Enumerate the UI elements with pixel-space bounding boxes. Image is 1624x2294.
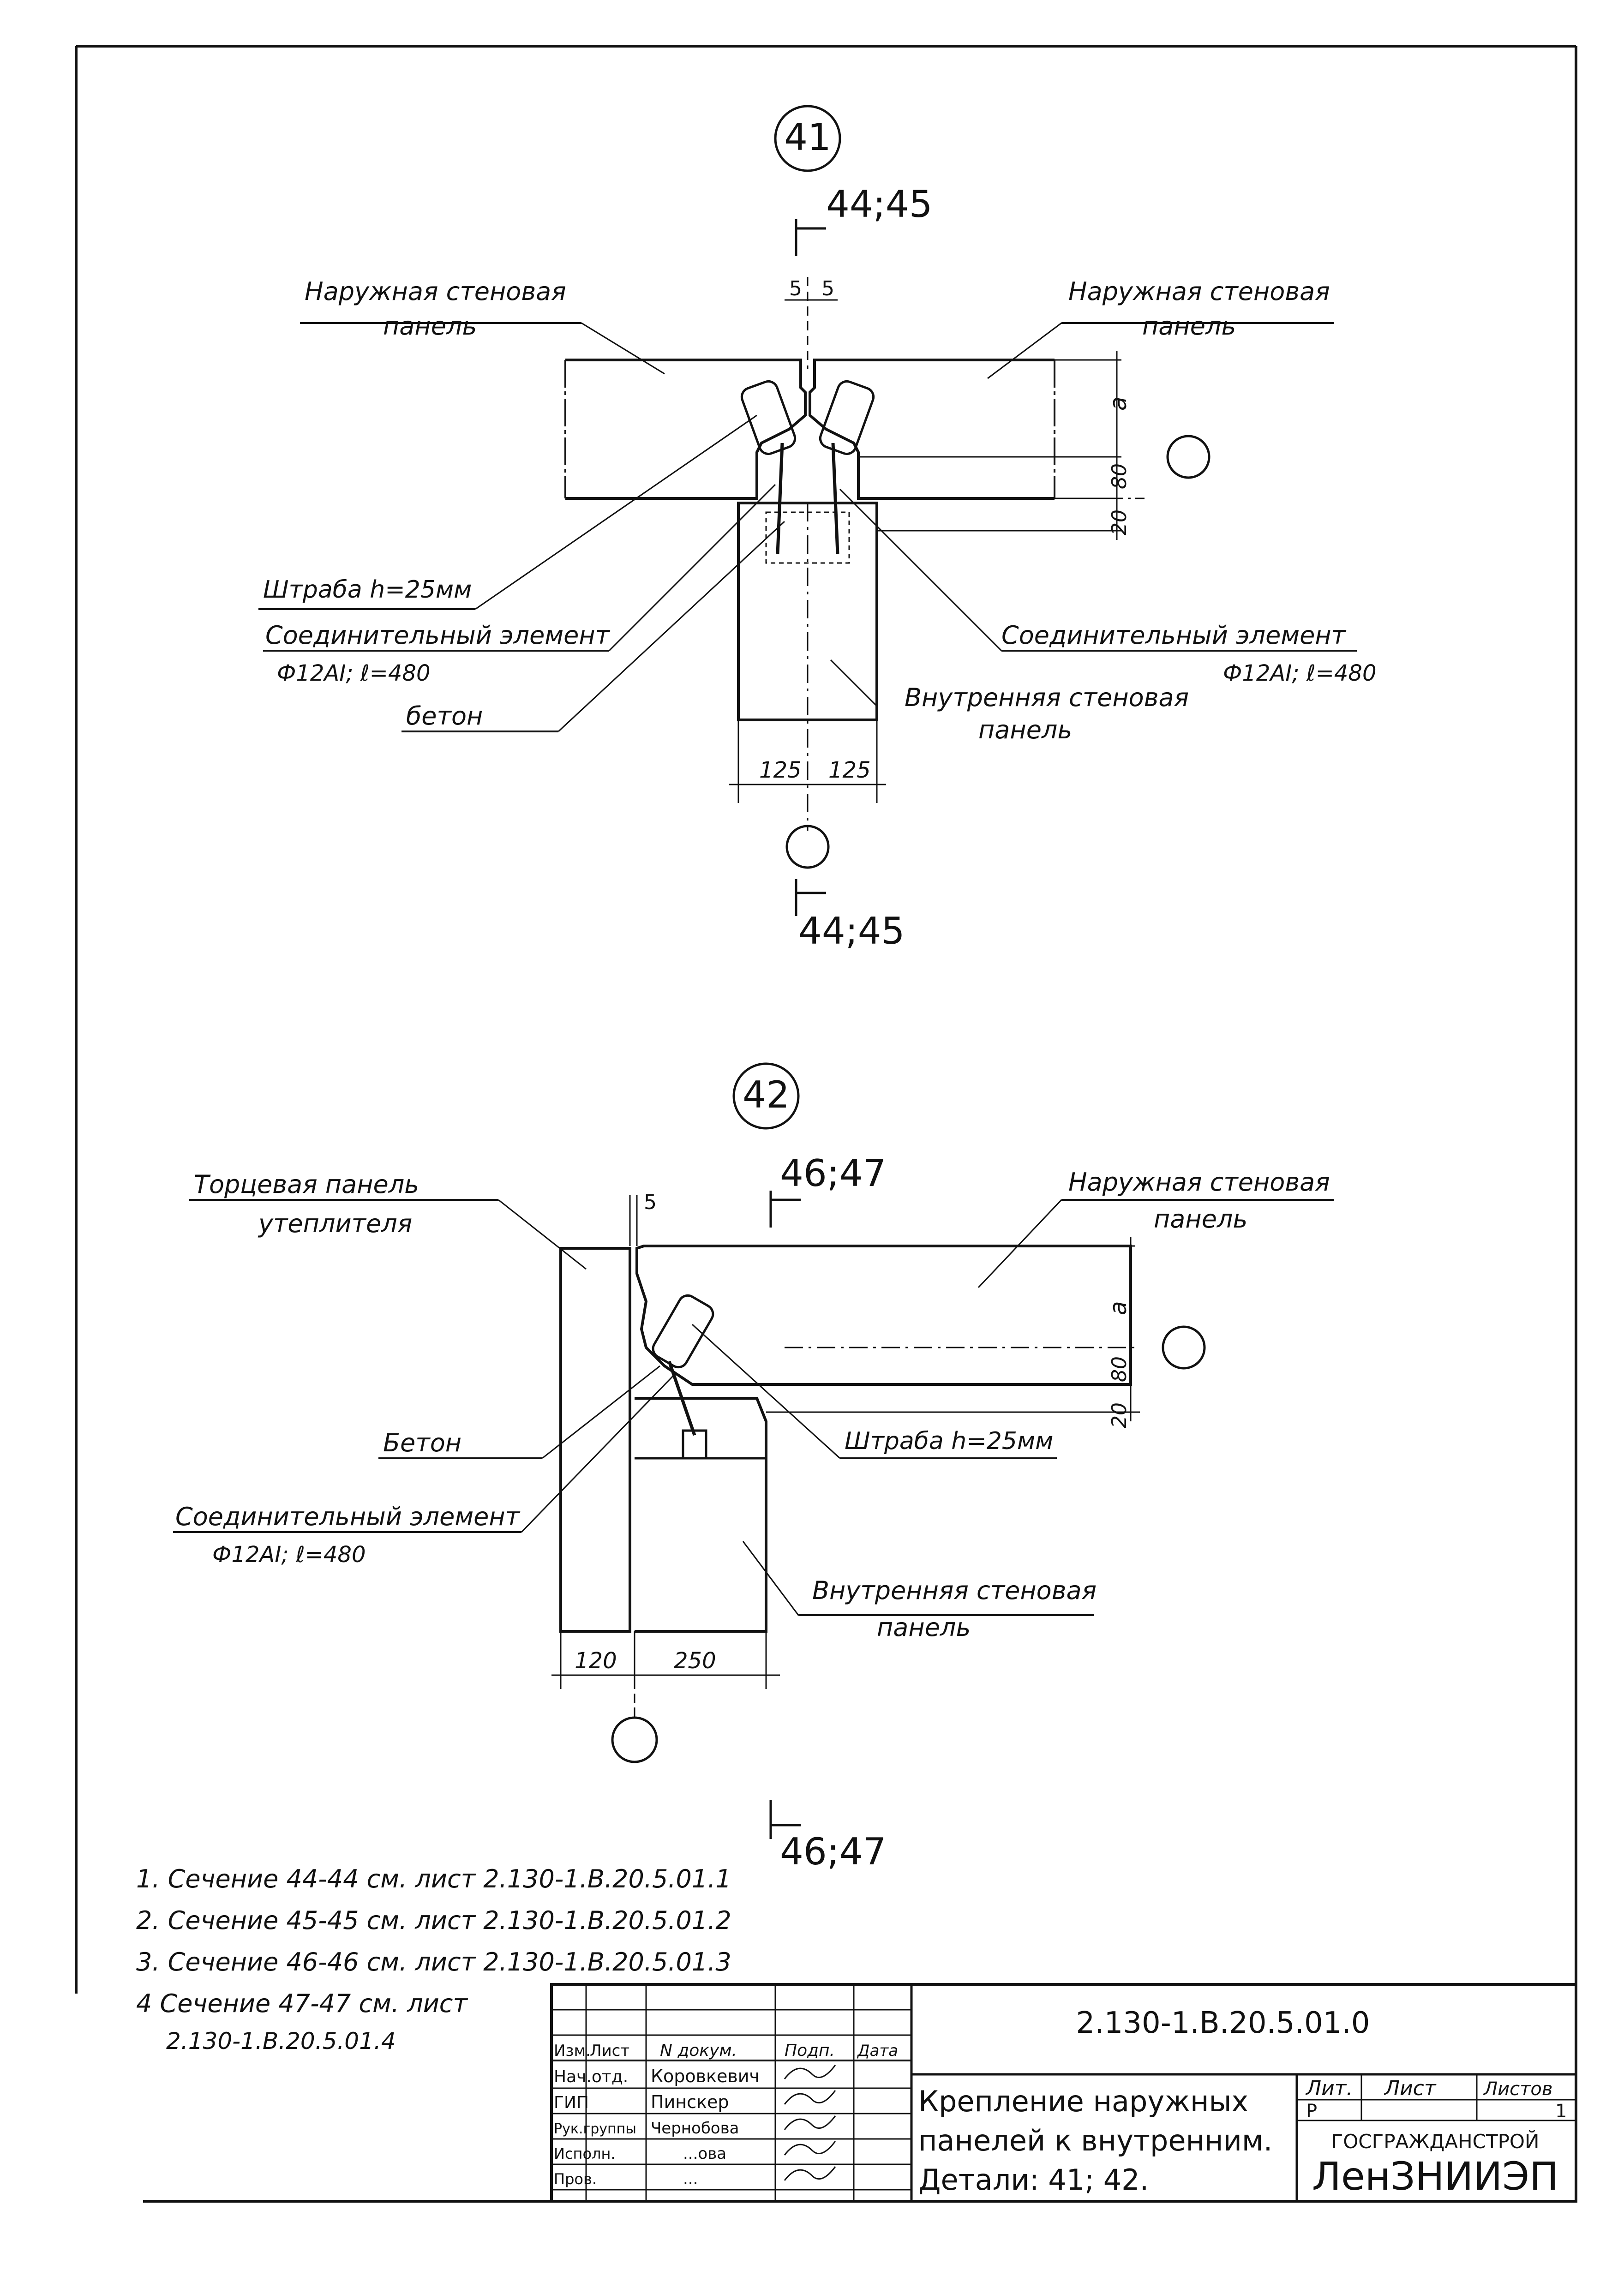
connector-right-41 [819,380,875,554]
label-connector-right-2: Ф12АI; ℓ=480 [1223,660,1376,686]
section-marker-bottom-41 [795,879,826,916]
axis-circle-right-41 [1166,435,1211,479]
label-connector-left-1: Соединительный элемент [265,621,611,650]
label-end-panel-1: Торцевая панель [194,1170,419,1199]
tb-role-4: Исполн. [554,2145,616,2162]
inner-wall-panel-42 [635,1397,767,1633]
label-outer-42-2: панель [1154,1204,1247,1234]
outer-wall-panel-left [565,359,807,500]
section-label-bottom-42: 46;47 [780,1830,887,1873]
label-concrete-42: Бетон [383,1428,461,1457]
tb-col-list: Лист [590,2042,629,2060]
dim-a-42: a [1105,1301,1132,1315]
label-inner-41-2: панель [978,715,1072,744]
tb-title-2: панелей к внутренним. [918,2124,1272,2157]
label-outer-right-2: панель [1142,311,1236,341]
label-connector-right-1: Соединительный элемент [1001,621,1347,650]
detail-42: 42 46;47 5 a 80 20 120 2 [173,1062,1334,1873]
label-concrete-41: бетон [406,701,483,731]
dim-a-41: a [1105,396,1132,411]
label-outer-right-1: Наружная стеновая [1068,277,1330,306]
signatures [784,2065,836,2181]
label-groove-42: Штраба h=25мм [845,1427,1053,1455]
dim-20-41: 20 [1108,509,1131,535]
label-outer-left-2: панель [383,311,477,341]
dim-120: 120 [575,1648,617,1674]
detail-41-number-circle [774,105,841,172]
section-label-bottom-41: 44;45 [798,910,905,952]
tb-doc-code: 2.130-1.В.20.5.01.0 [1076,2006,1370,2040]
label-connector-left-2: Ф12АI; ℓ=480 [277,660,430,686]
tb-listov-label: Листов [1483,2078,1552,2100]
note-3: 3. Сечение 46-46 см. лист 2.130-1.В.20.5… [136,1947,731,1977]
connector-left-41 [740,380,797,554]
dim-125-right: 125 [828,757,871,783]
label-outer-42-1: Наружная стеновая [1068,1168,1330,1197]
label-inner-42-1: Внутренняя стеновая [812,1576,1097,1605]
note-5: 2.130-1.В.20.5.01.4 [166,2028,396,2054]
tb-lit-label: Лит. [1305,2077,1353,2100]
outer-wall-panel-right [809,359,1055,500]
tb-col-izm: Изм. [554,2042,591,2060]
outer-wall-panel-42 [635,1245,1132,1386]
dim-80-41: 80 [1108,463,1131,489]
section-label-top-41: 44;45 [826,183,933,226]
tb-name-1: Коровкевич [651,2066,760,2086]
detail-42-number: 42 [743,1073,790,1116]
tb-org-2: ЛенЗНИИЭП [1312,2154,1558,2199]
dim-joint-right: 5 [821,277,834,300]
label-end-panel-2: утеплителя [258,1209,412,1238]
tb-listov-value: 1 [1555,2101,1567,2122]
axis-circle-bottom-42 [611,1716,658,1763]
tb-role-5: Пров. [554,2170,597,2188]
end-insulation-panel [559,1247,631,1633]
tb-lit-value: Р [1306,2101,1317,2122]
concrete-fill-41 [765,511,850,564]
detail-41: 41 44;45 5 5 a 8 [258,105,1376,952]
tb-name-5: ... [683,2170,698,2188]
section-label-top-42: 46;47 [780,1152,887,1195]
tb-name-3: Чернобова [651,2119,739,2138]
tb-role-2: ГИП [554,2093,589,2112]
notes: 1. Сечение 44-44 см. лист 2.130-1.В.20.5… [136,1864,731,2054]
tb-title-1: Крепление наружных [918,2084,1248,2118]
tb-role-1: Нач.отд. [554,2067,628,2086]
tb-name-4: ...ова [683,2144,726,2163]
tb-role-3: Рук.группы [554,2121,636,2137]
note-2: 2. Сечение 45-45 см. лист 2.130-1.В.20.5… [136,1906,731,1935]
dim-80-42: 80 [1108,1356,1131,1382]
title-block: Изм. Лист N докум. Подп. Дата Нач.отд. К… [550,1983,1577,2203]
dim-125-left: 125 [759,757,802,783]
dim-5-42: 5 [644,1191,657,1214]
tb-col-data: Дата [857,2042,898,2060]
label-inner-41-1: Внутренняя стеновая [905,683,1189,712]
note-4: 4 Сечение 47-47 см. лист [136,1989,468,2018]
axis-circle-right-42 [1162,1325,1206,1370]
tb-name-2: Пинскер [651,2092,729,2112]
tb-col-ndokum: N докум. [660,2041,737,2060]
axis-circle-bottom-41 [785,825,830,869]
section-marker-top-42 [769,1191,801,1228]
section-marker-top-41 [795,219,826,256]
tb-title-3: Детали: 41; 42. [918,2163,1149,2197]
section-marker-bottom-42 [769,1800,801,1839]
dim-20-42: 20 [1108,1402,1131,1428]
detail-41-number: 41 [784,116,831,159]
note-1: 1. Сечение 44-44 см. лист 2.130-1.В.20.5… [136,1864,731,1893]
connector-42 [652,1294,714,1436]
label-connector-42-1: Соединительный элемент [175,1502,521,1531]
label-inner-42-2: панель [877,1613,971,1642]
tb-col-podp: Подп. [785,2041,835,2060]
label-outer-left-1: Наружная стеновая [305,277,566,306]
dim-250: 250 [674,1648,716,1674]
tb-org-1: ГОСГРАЖДАНСТРОЙ [1331,2130,1540,2153]
tb-list-label: Лист [1384,2077,1437,2100]
detail-42-number-circle [732,1062,800,1130]
dim-joint-left: 5 [789,277,802,300]
label-groove-41: Штраба h=25мм [263,576,472,604]
label-connector-42-2: Ф12АI; ℓ=480 [212,1542,366,1568]
